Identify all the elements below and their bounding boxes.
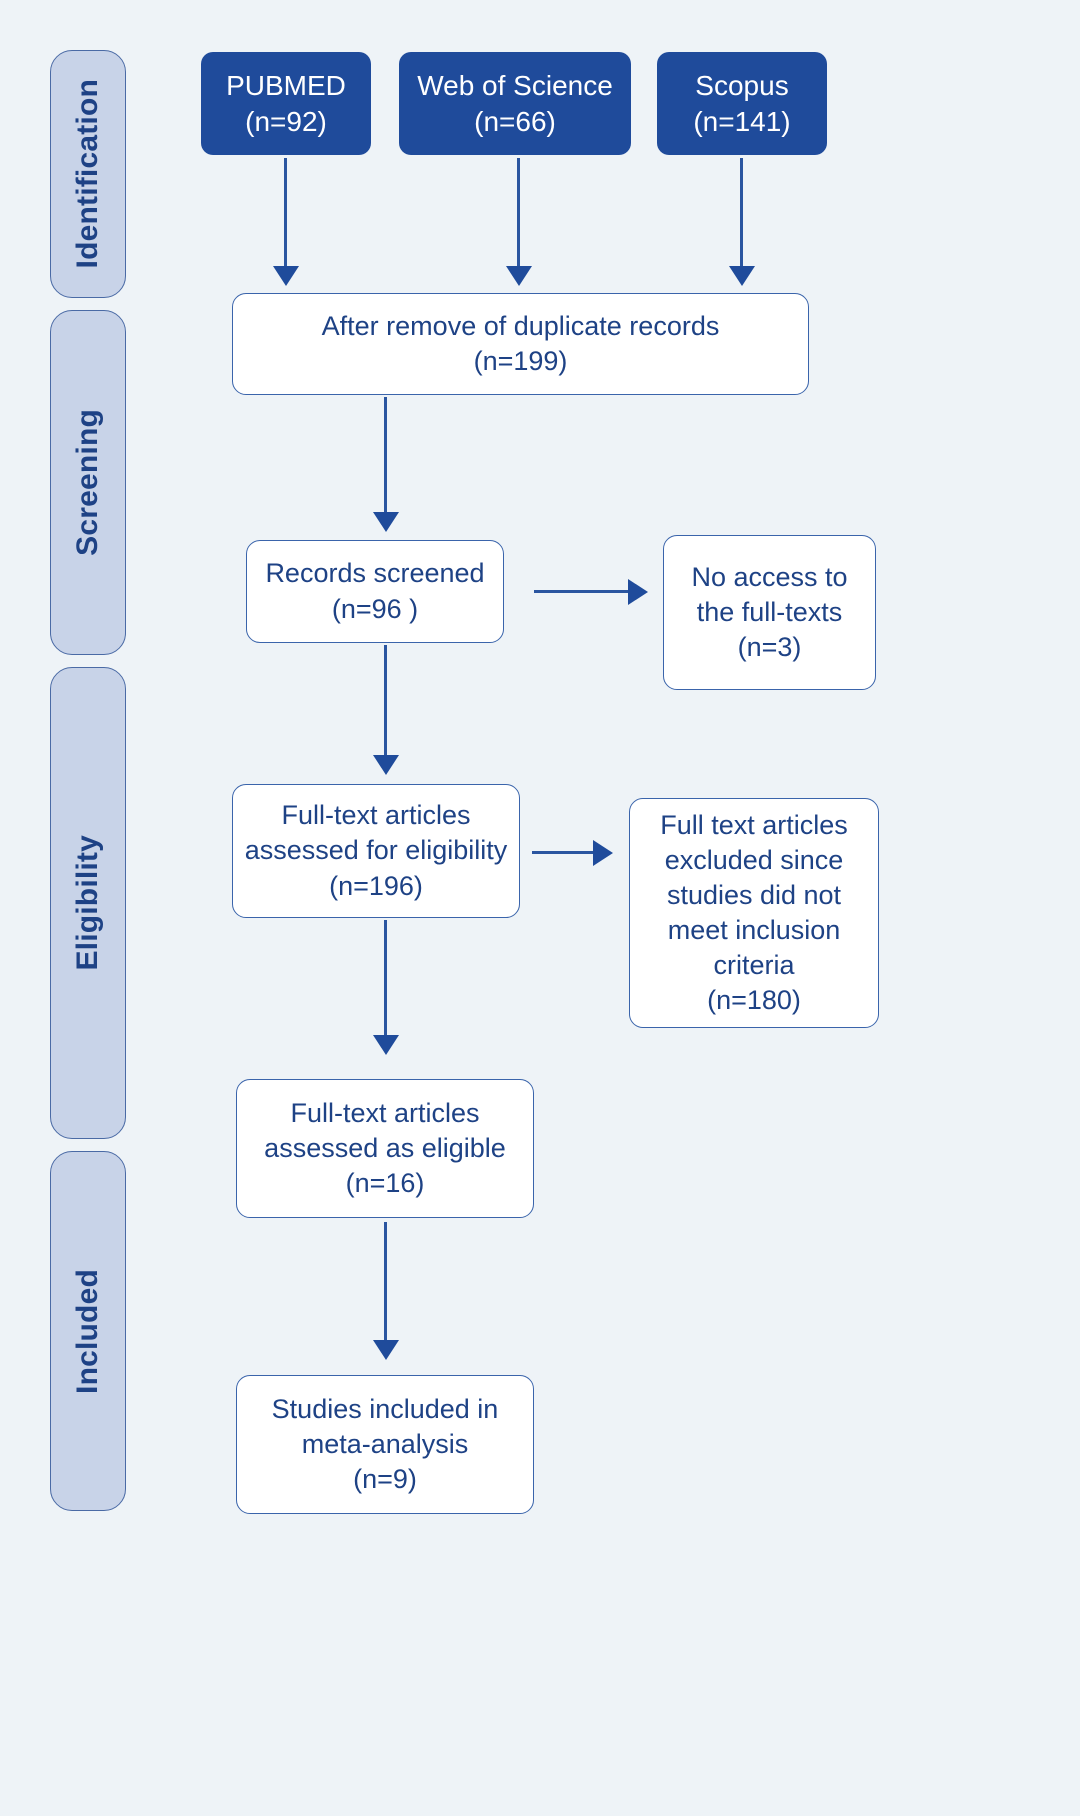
arrowhead-pubmed-to-duplicates xyxy=(273,266,299,286)
source-count-pubmed: (n=92) xyxy=(245,105,327,137)
excluded-count: (n=180) xyxy=(707,985,801,1016)
connector-scopus-to-duplicates xyxy=(740,158,743,268)
arrowhead-assessed-to-excluded xyxy=(593,840,613,866)
box-studies-included-meta-analysis: Studies included in meta-analysis (n=9) xyxy=(236,1375,534,1514)
box-no-access-full-texts: No access to the full-texts (n=3) xyxy=(663,535,876,690)
connector-screened-to-no-access xyxy=(534,590,630,593)
connector-assessed-to-excluded xyxy=(532,851,595,854)
screened-count: (n=96 ) xyxy=(331,593,419,624)
stage-label-included: Included xyxy=(71,1268,104,1394)
arrowhead-duplicates-to-screened xyxy=(373,512,399,532)
duplicates-count: (n=199) xyxy=(473,346,568,376)
arrowhead-screened-to-no-access xyxy=(628,579,648,605)
connector-duplicates-to-screened xyxy=(384,397,387,514)
no-access-line2: the full-texts xyxy=(696,596,843,627)
source-name-web-of-science: Web of Science xyxy=(417,69,613,101)
included-line1: Studies included in xyxy=(271,1393,499,1424)
duplicates-text: After remove of duplicate records xyxy=(321,310,720,341)
excluded-line4: meet inclusion xyxy=(667,915,841,945)
stage-eligibility: Eligibility xyxy=(50,667,126,1139)
arrowhead-eligible-to-included xyxy=(373,1340,399,1360)
box-assessed-for-eligibility: Full-text articles assessed for eligibil… xyxy=(232,784,520,918)
box-full-text-excluded: Full text articles excluded since studie… xyxy=(629,798,879,1028)
connector-screened-to-assessed xyxy=(384,645,387,757)
connector-assessed-to-eligible xyxy=(384,920,387,1037)
arrowhead-screened-to-assessed xyxy=(373,755,399,775)
source-name-pubmed: PUBMED xyxy=(226,69,346,101)
stage-label-identification: Identification xyxy=(71,79,104,269)
stage-label-eligibility: Eligibility xyxy=(71,835,104,971)
box-assessed-as-eligible: Full-text articles assessed as eligible … xyxy=(236,1079,534,1218)
connector-wos-to-duplicates xyxy=(517,158,520,268)
source-box-web-of-science: Web of Science (n=66) xyxy=(399,52,631,155)
box-records-screened: Records screened (n=96 ) xyxy=(246,540,504,643)
no-access-count: (n=3) xyxy=(737,632,802,663)
assessed-line2: assessed for eligibility xyxy=(244,835,508,866)
stage-included: Included xyxy=(50,1151,126,1511)
assessed-count: (n=196) xyxy=(329,870,423,901)
eligible-line1: Full-text articles xyxy=(290,1097,480,1128)
source-box-pubmed: PUBMED (n=92) xyxy=(201,52,371,155)
eligible-line2: assessed as eligible xyxy=(264,1132,506,1163)
connector-pubmed-to-duplicates xyxy=(284,158,287,268)
excluded-line3: studies did not xyxy=(666,879,842,910)
source-name-scopus: Scopus xyxy=(695,69,789,101)
eligible-count: (n=16) xyxy=(345,1168,425,1199)
excluded-line2: excluded since xyxy=(664,844,844,875)
included-count: (n=9) xyxy=(353,1464,417,1495)
source-count-scopus: (n=141) xyxy=(693,105,791,137)
excluded-line5: criteria xyxy=(713,950,795,981)
connector-eligible-to-included xyxy=(384,1222,387,1342)
assessed-line1: Full-text articles xyxy=(281,800,471,831)
arrowhead-assessed-to-eligible xyxy=(373,1035,399,1055)
stage-identification: Identification xyxy=(50,50,126,298)
arrowhead-wos-to-duplicates xyxy=(506,266,532,286)
source-box-scopus: Scopus (n=141) xyxy=(657,52,827,155)
arrowhead-scopus-to-duplicates xyxy=(729,266,755,286)
screened-text: Records screened xyxy=(265,558,485,589)
box-after-remove-duplicates: After remove of duplicate records (n=199… xyxy=(232,293,809,395)
stage-screening: Screening xyxy=(50,310,126,655)
excluded-line1: Full text articles xyxy=(660,809,848,840)
stage-label-screening: Screening xyxy=(71,409,104,556)
source-count-web-of-science: (n=66) xyxy=(474,105,556,137)
included-line2: meta-analysis xyxy=(301,1428,469,1459)
no-access-line1: No access to xyxy=(691,561,848,592)
